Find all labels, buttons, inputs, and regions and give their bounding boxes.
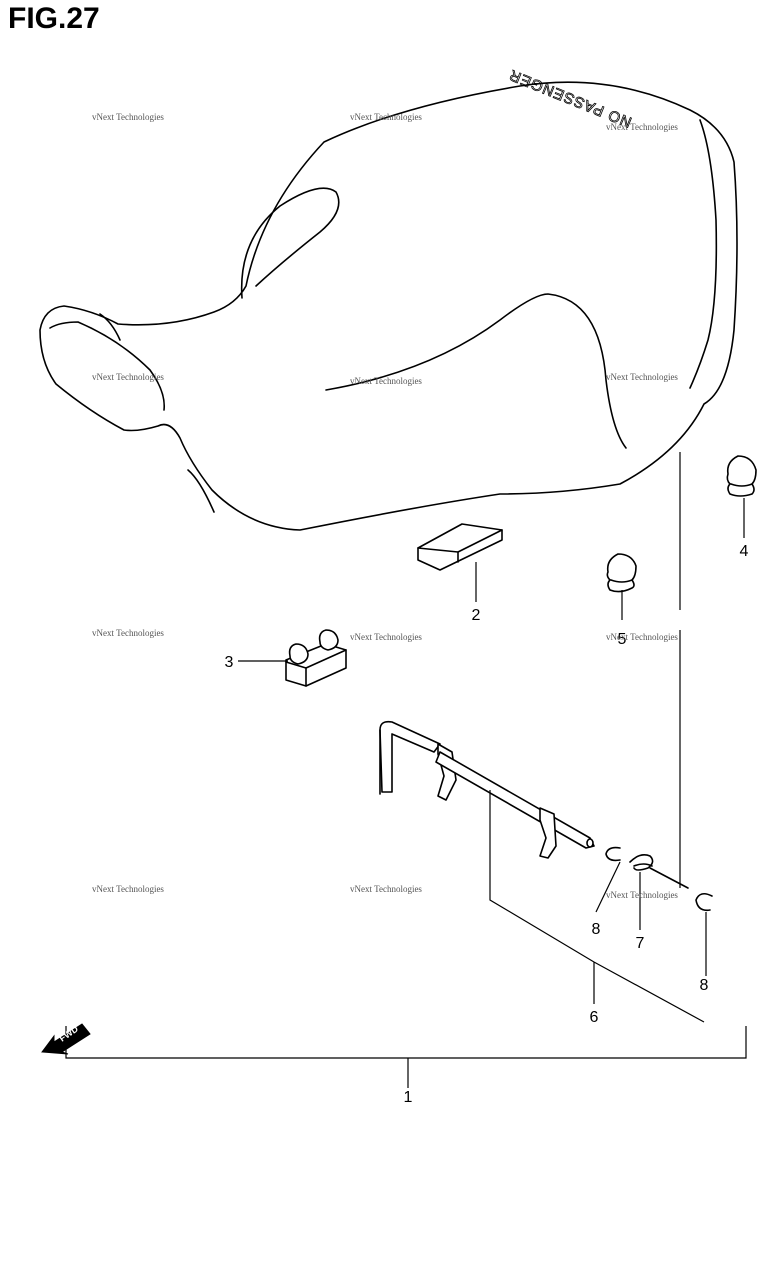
part-2-pad <box>417 523 503 571</box>
callout-3: 3 <box>225 654 234 671</box>
figure-title: FIG.27 <box>8 2 100 35</box>
watermark-text: vNext Technologies <box>92 628 164 638</box>
watermark-text: vNext Technologies <box>92 884 164 894</box>
callout-4: 4 <box>740 543 749 560</box>
callout-5: 5 <box>618 631 627 648</box>
part-8-clip-right <box>695 892 713 912</box>
callout-6: 6 <box>590 1009 599 1026</box>
watermarks: vNext Technologies vNext Technologies vN… <box>92 112 678 900</box>
part-7-spring <box>629 854 689 889</box>
callout-numbers: 1 2 3 4 5 6 7 8 8 <box>225 543 749 1106</box>
part-6-lock-rod <box>379 720 595 859</box>
watermark-text: vNext Technologies <box>92 372 164 382</box>
seat-assembly: NO PASSENGER <box>39 65 738 531</box>
callout-1: 1 <box>404 1089 413 1106</box>
callout-8-right: 8 <box>700 977 709 994</box>
watermark-text: vNext Technologies <box>606 890 678 900</box>
watermark-text: vNext Technologies <box>92 112 164 122</box>
part-4-rubber-stopper <box>726 455 757 497</box>
watermark-text: vNext Technologies <box>350 884 422 894</box>
part-5-rubber-stopper <box>606 553 637 593</box>
watermark-text: vNext Technologies <box>606 372 678 382</box>
watermark-text: vNext Technologies <box>350 376 422 386</box>
callout-7: 7 <box>636 935 645 952</box>
part-8-clip-left <box>605 846 621 862</box>
callout-8-left: 8 <box>592 921 601 938</box>
watermark-text: vNext Technologies <box>606 122 678 132</box>
watermark-text: vNext Technologies <box>350 632 422 642</box>
callout-2: 2 <box>472 607 481 624</box>
part-3-cushion-bracket <box>285 629 347 687</box>
watermark-text: vNext Technologies <box>606 632 678 642</box>
leader-lines <box>65 452 747 1088</box>
watermark-text: vNext Technologies <box>350 112 422 122</box>
